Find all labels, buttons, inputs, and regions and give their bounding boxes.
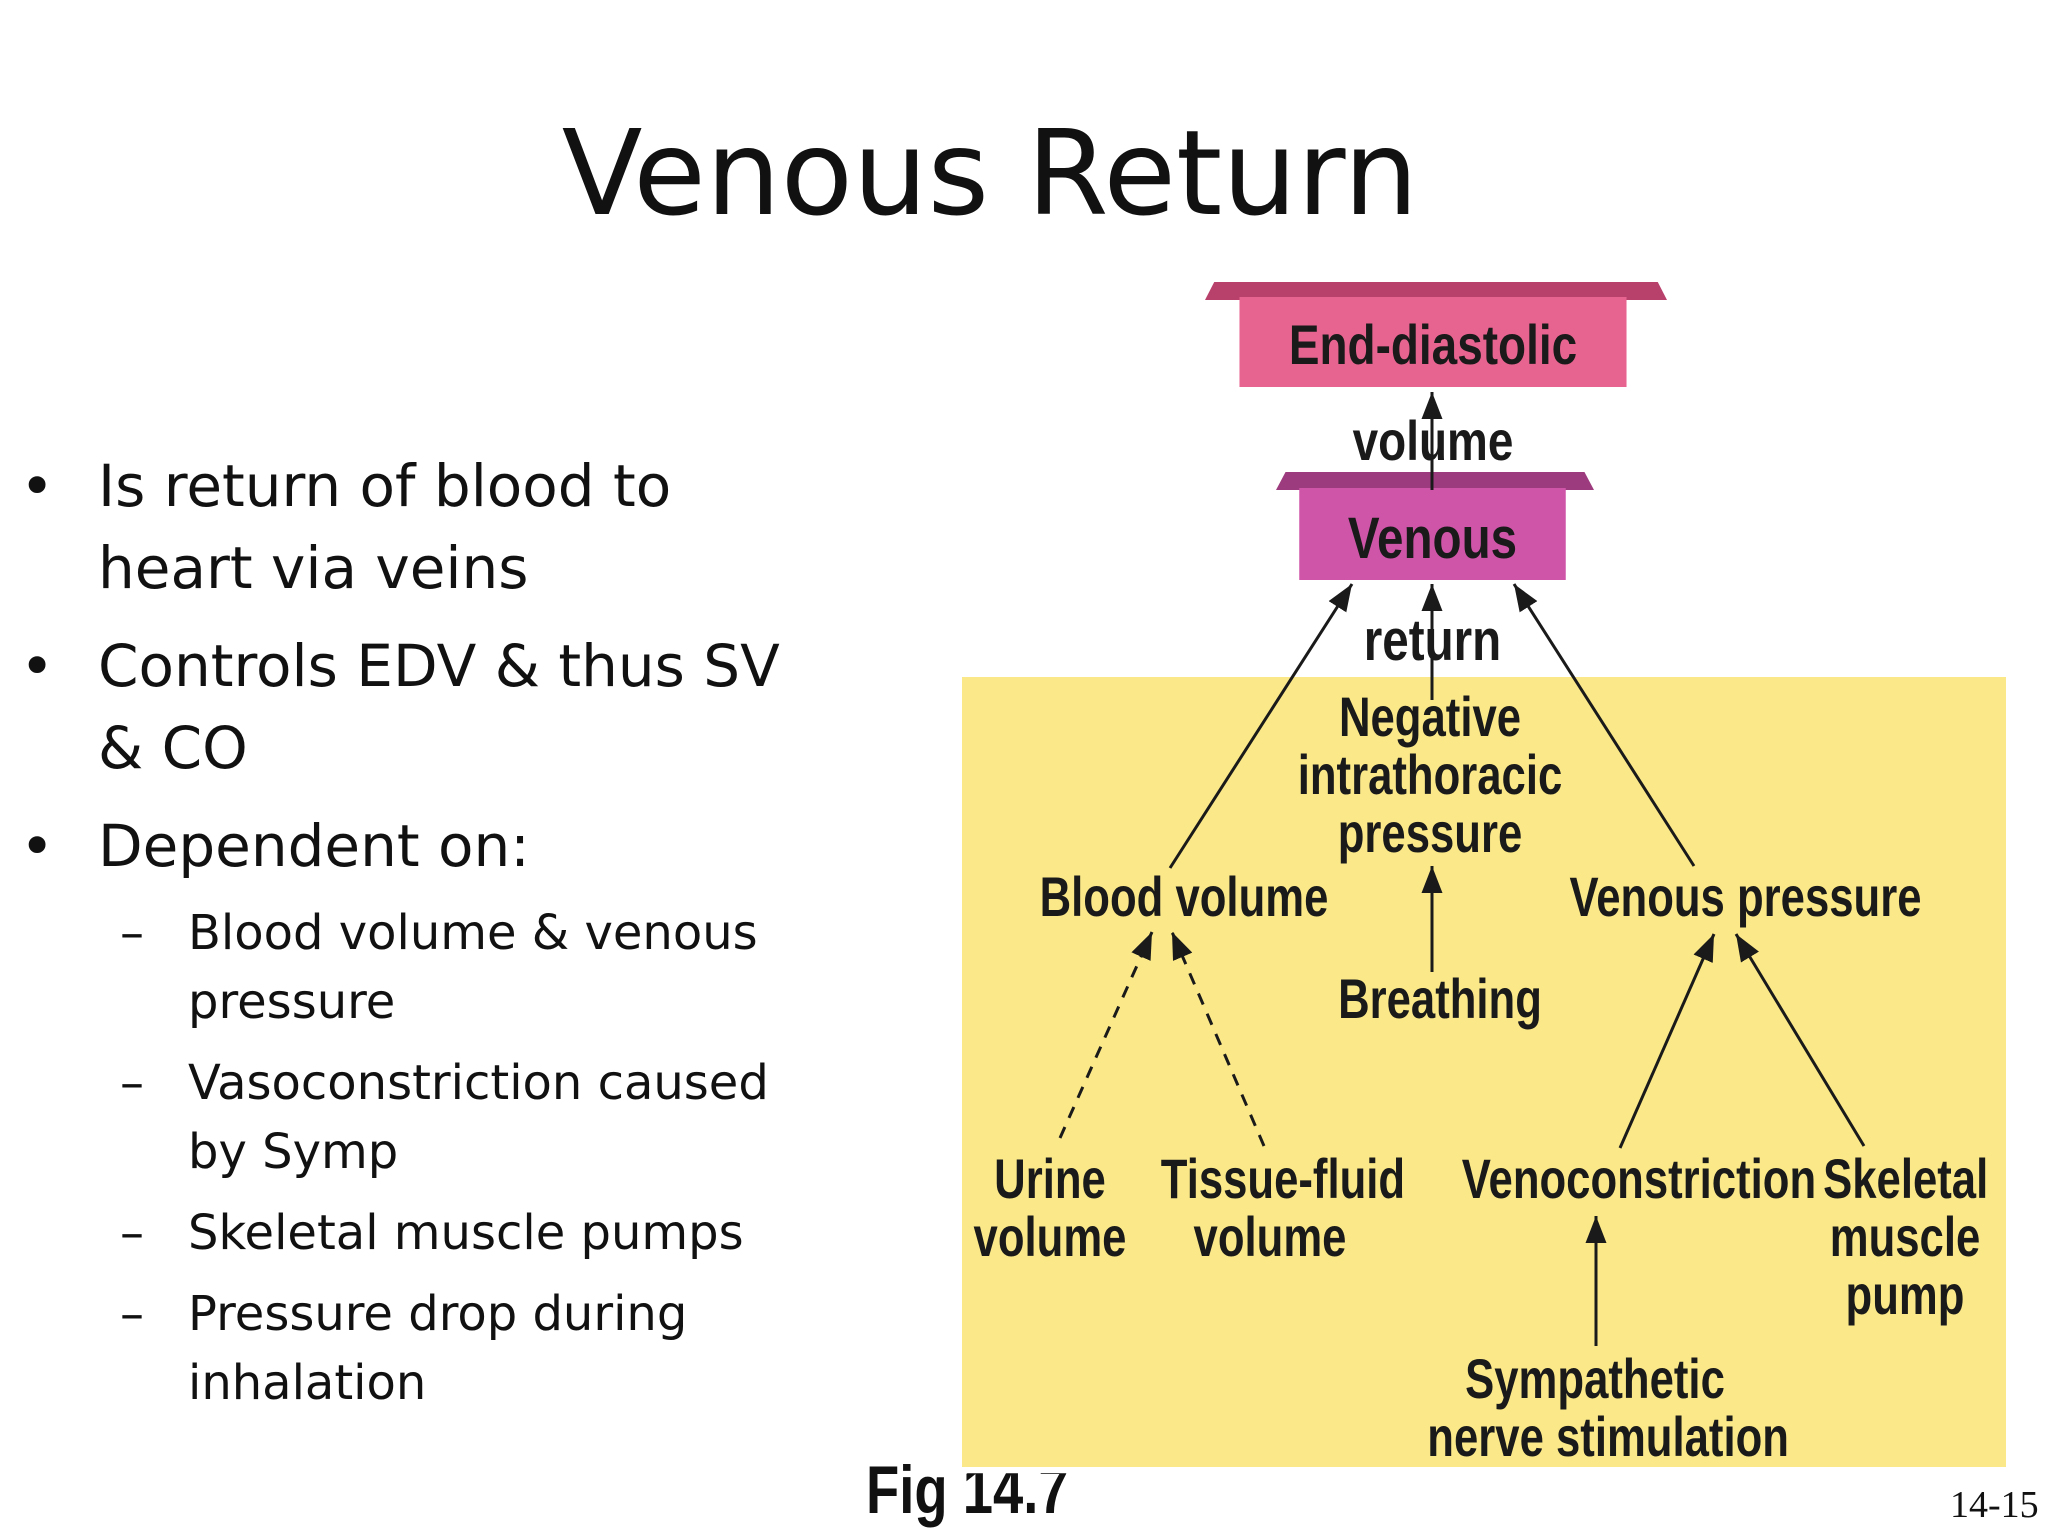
node-line: Skeletal	[1823, 1147, 1989, 1210]
bullet-list: • Is return of blood to heart via veins …	[20, 445, 780, 1430]
negative-intrathoracic-pressure-node: Negative intrathoracic pressure	[1290, 688, 1571, 862]
node-line: Urine	[994, 1147, 1106, 1210]
node-line: Negative	[1338, 685, 1522, 748]
node-line: muscle	[1829, 1205, 1981, 1268]
edv-box-bevel	[1205, 282, 1667, 300]
sub-bullet-list: – Blood volume & venous pressure – Vasoc…	[20, 899, 780, 1418]
bullet-dot: •	[20, 812, 55, 880]
venous-pressure-node: Venous pressure	[1569, 865, 1922, 928]
arrow-urine-to-blood-volume	[1058, 931, 1154, 1139]
sub-bullet-item: – Vasoconstriction caused by Symp	[20, 1049, 780, 1187]
venous-return-box-bevel	[1276, 472, 1594, 490]
bullet-text: Controls EDV & thus SV & CO	[98, 632, 780, 782]
arrow-venous-pressure-to-vr	[1512, 583, 1696, 867]
dash-marker: –	[120, 1205, 144, 1261]
tissue-fluid-volume-node: Tissue-fluid volume	[1160, 1147, 1406, 1268]
slide-title: Venous Return	[561, 104, 1419, 242]
blood-volume-node: Blood volume	[1039, 865, 1329, 928]
node-line: nerve stimulation	[1427, 1405, 1789, 1468]
node-line: Sympathetic	[1465, 1347, 1725, 1410]
sub-bullet-text: Vasoconstriction caused by Symp	[188, 1055, 769, 1180]
node-line: volume	[973, 1205, 1127, 1268]
bullet-text: Dependent on:	[98, 812, 530, 880]
figure-label: Fig	[866, 1452, 948, 1528]
dash-marker: –	[120, 905, 144, 961]
node-line: pressure	[1337, 801, 1523, 864]
bullet-item: • Dependent on:	[20, 805, 780, 887]
dash-marker: –	[120, 1055, 144, 1111]
page-number: 14-15	[1950, 1484, 2039, 1526]
bullet-item: • Controls EDV & thus SV & CO	[20, 625, 780, 789]
arrow-blood-volume-to-vr	[1168, 583, 1354, 869]
arrow-tissue-fluid-to-blood-volume	[1170, 931, 1266, 1147]
factors-panel	[962, 677, 2006, 1467]
node-line: volume	[1193, 1205, 1347, 1268]
node-line: intrathoracic	[1297, 743, 1563, 806]
arrow-venoconstriction-to-venous-pressure	[1618, 933, 1716, 1149]
sympathetic-nerve-stimulation-node: Sympathetic nerve stimulation	[1427, 1347, 1789, 1468]
arrow-skeletal-pump-to-venous-pressure	[1734, 933, 1866, 1147]
sub-bullet-item: – Blood volume & venous pressure	[20, 899, 780, 1037]
bullet-dot: •	[20, 632, 55, 700]
urine-volume-node: Urine volume	[972, 1150, 1128, 1266]
sub-bullet-item: – Skeletal muscle pumps	[20, 1199, 780, 1268]
sub-bullet-text: Blood volume & venous pressure	[188, 905, 758, 1030]
sub-bullet-item: – Pressure drop during inhalation	[20, 1280, 780, 1418]
figure-number: 14.7	[962, 1452, 1069, 1528]
sub-bullet-text: Skeletal muscle pumps	[188, 1205, 744, 1261]
venoconstriction-node: Venoconstriction	[1461, 1147, 1817, 1210]
sub-bullet-text: Pressure drop during inhalation	[188, 1286, 688, 1411]
skeletal-muscle-pump-node: Skeletal muscle pump	[1823, 1147, 1989, 1326]
figure-caption: Fig 14.7	[866, 1452, 1069, 1528]
bullet-dot: •	[20, 452, 55, 520]
node-line: pump	[1845, 1263, 1965, 1326]
node-line: Tissue-fluid	[1160, 1147, 1406, 1210]
bullet-item: • Is return of blood to heart via veins	[20, 445, 780, 609]
breathing-node: Breathing	[1338, 967, 1542, 1030]
dash-marker: –	[120, 1286, 144, 1342]
bullet-text: Is return of blood to heart via veins	[98, 452, 672, 602]
